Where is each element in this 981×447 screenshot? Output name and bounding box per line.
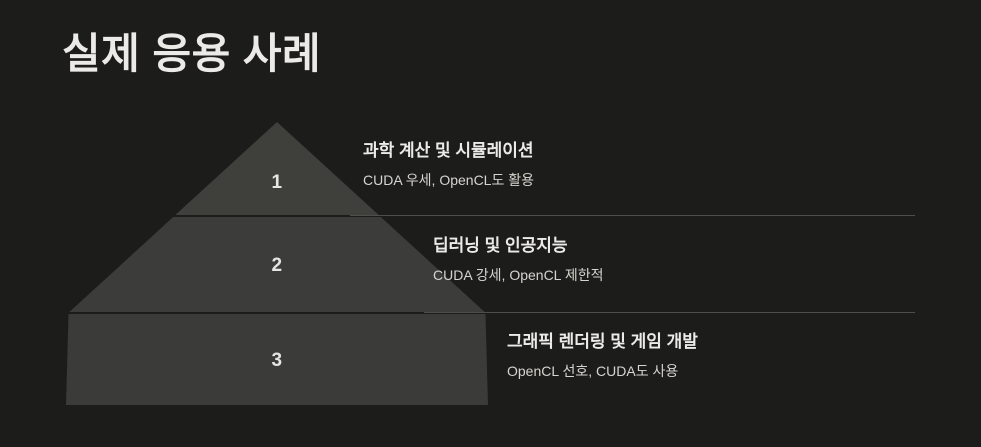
pyramid-tier-1-title: 과학 계산 및 시뮬레이션 — [363, 141, 534, 160]
pyramid-tier-2-subtitle: CUDA 강세, OpenCL 제한적 — [433, 267, 604, 284]
pyramid-tier-2-label-group: 딥러닝 및 인공지능 CUDA 강세, OpenCL 제한적 — [433, 235, 603, 284]
pyramid-tier-3-title: 그래픽 렌더링 및 게임 개발 — [507, 332, 698, 351]
pyramid-tier-3-shape — [66, 314, 488, 405]
pyramid-tier-1-subtitle: CUDA 우세, OpenCL도 활용 — [363, 172, 534, 189]
page-title: 실제 응용 사례 — [62, 30, 322, 77]
pyramid-tier-3-subtitle: OpenCL 선호, CUDA도 사용 — [507, 363, 679, 380]
pyramid-tier-1-label-group: 과학 계산 및 시뮬레이션 CUDA 우세, OpenCL도 활용 — [363, 140, 534, 189]
pyramid-tier-1-number: 1 — [271, 172, 283, 193]
tier-divider-2 — [424, 312, 915, 313]
pyramid-tier-2-number: 2 — [271, 255, 283, 276]
pyramid-tier-2[interactable]: 2 — [66, 217, 488, 312]
pyramid-tier-1[interactable]: 1 — [66, 122, 488, 215]
pyramid-tier-3-number: 3 — [271, 350, 283, 371]
pyramid-tier-2-title: 딥러닝 및 인공지능 — [433, 236, 568, 255]
pyramid-tier-3[interactable]: 3 — [66, 314, 488, 405]
pyramid-tier-3-label-group: 그래픽 렌더링 및 게임 개발 OpenCL 선호, CUDA도 사용 — [507, 331, 698, 380]
tier-divider-1 — [350, 215, 915, 216]
pyramid-diagram: 1 2 3 — [66, 122, 488, 405]
